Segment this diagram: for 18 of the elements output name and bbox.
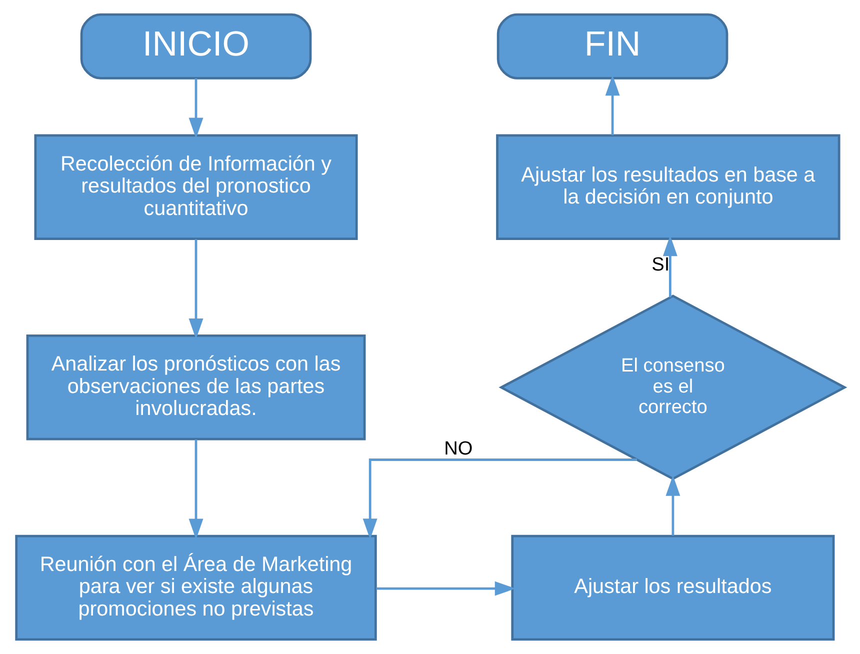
node-box: INICIO	[80, 13, 312, 80]
arrow	[188, 78, 203, 138]
edge-label: NO	[444, 438, 472, 460]
edge-label: SI	[651, 254, 670, 276]
node-box: Ajustar los resultados	[510, 534, 834, 641]
node-box: FIN	[496, 13, 728, 80]
node-diamond: El consenso es el correcto	[498, 294, 847, 480]
arrow	[665, 475, 680, 536]
arrow	[188, 239, 203, 340]
node-box: Recolección de Información y resultados del pronostico cuantitativo	[34, 134, 358, 240]
arrow	[604, 74, 620, 136]
arrow	[362, 458, 637, 540]
node-box: Analizar los pronósticos con las observaciones de las partes involucradas.	[26, 334, 366, 440]
node-box: Reunión con el Área de Marketing para ver si existe algunas promociones no previstas	[14, 534, 376, 641]
arrow	[662, 235, 677, 298]
node-box: Ajustar los resultados en base a la decisión en conjunto	[496, 134, 840, 240]
arrow	[188, 440, 203, 540]
arrow	[376, 581, 516, 596]
